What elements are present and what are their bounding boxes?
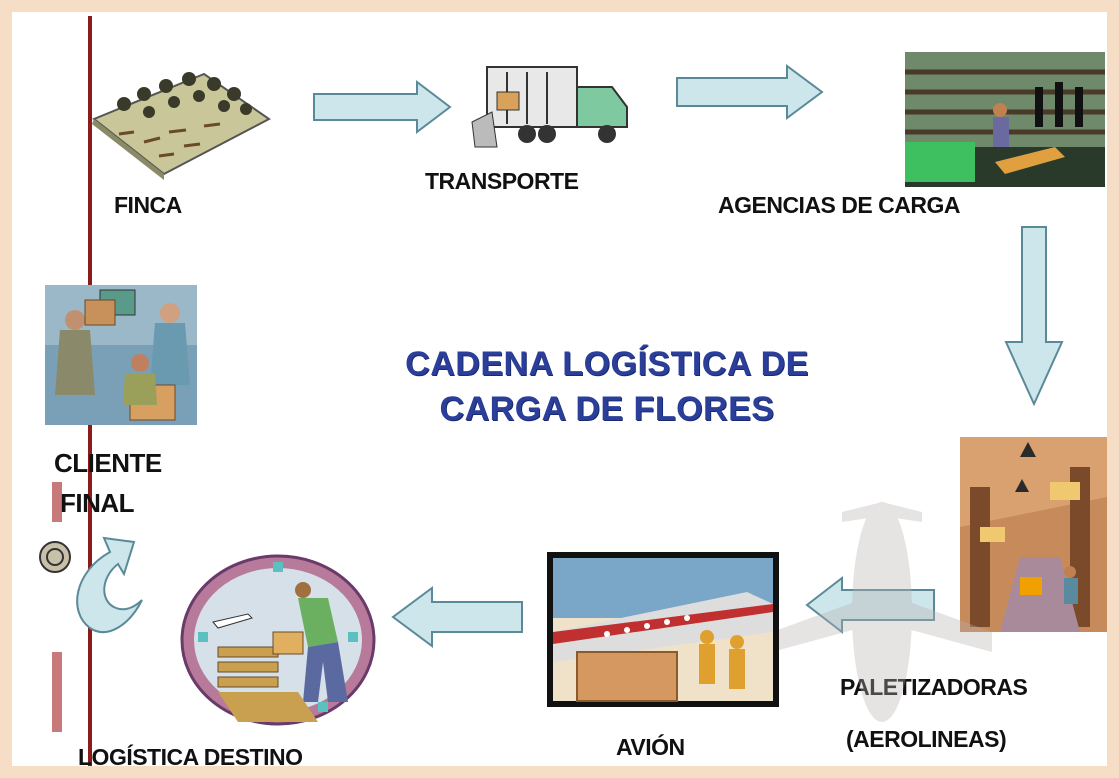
farm-illustration: [92, 72, 271, 180]
decorative-stamp-icon-2: [52, 652, 62, 732]
arrow-paletizadoras-to-avion: [805, 575, 935, 635]
decorative-seal-icon: [39, 541, 71, 573]
arrow-agencias-to-paletizadoras: [1004, 226, 1064, 407]
node-label-finca: FINCA: [114, 192, 182, 218]
diagram-title: CADENA LOGÍSTICA DE CARGA DE FLORES: [405, 345, 809, 428]
decorative-stamp-icon: [52, 482, 62, 522]
node-label-logistica: LOGÍSTICA DESTINO: [78, 744, 303, 766]
arrow-finca-to-transporte: [313, 79, 452, 135]
customer-illustration: [45, 285, 197, 425]
flow-arrows: .arr{fill:#cde6ec;stroke:#5a8a98;stroke-…: [76, 64, 1064, 648]
node-label-avion: AVIÓN: [616, 734, 685, 760]
airplane-loading-illustration: [547, 552, 779, 707]
arrow-avion-to-logistica: [391, 586, 523, 648]
node-label-transporte: TRANSPORTE: [425, 168, 579, 194]
slide: CADENA LOGÍSTICA DE CARGA DE FLORES .arr…: [12, 12, 1107, 766]
arrow-logistica-to-cliente: [76, 536, 143, 634]
destination-logistics-illustration: [180, 554, 376, 726]
node-label-agencias: AGENCIAS DE CARGA: [718, 192, 960, 218]
node-label-cliente-2: FINAL: [60, 488, 135, 518]
faint-airplane-watermark: [772, 502, 992, 722]
cargo-agency-illustration: [905, 52, 1105, 187]
warehouse-illustration: [960, 437, 1107, 632]
node-label-paletizadoras-2: (AEROLINEAS): [846, 726, 1007, 752]
truck-illustration: [471, 66, 628, 148]
arrow-transporte-to-agencias: [676, 64, 824, 120]
node-label-cliente-1: CLIENTE: [54, 448, 162, 478]
node-label-paletizadoras-1: PALETIZADORAS: [840, 674, 1028, 700]
